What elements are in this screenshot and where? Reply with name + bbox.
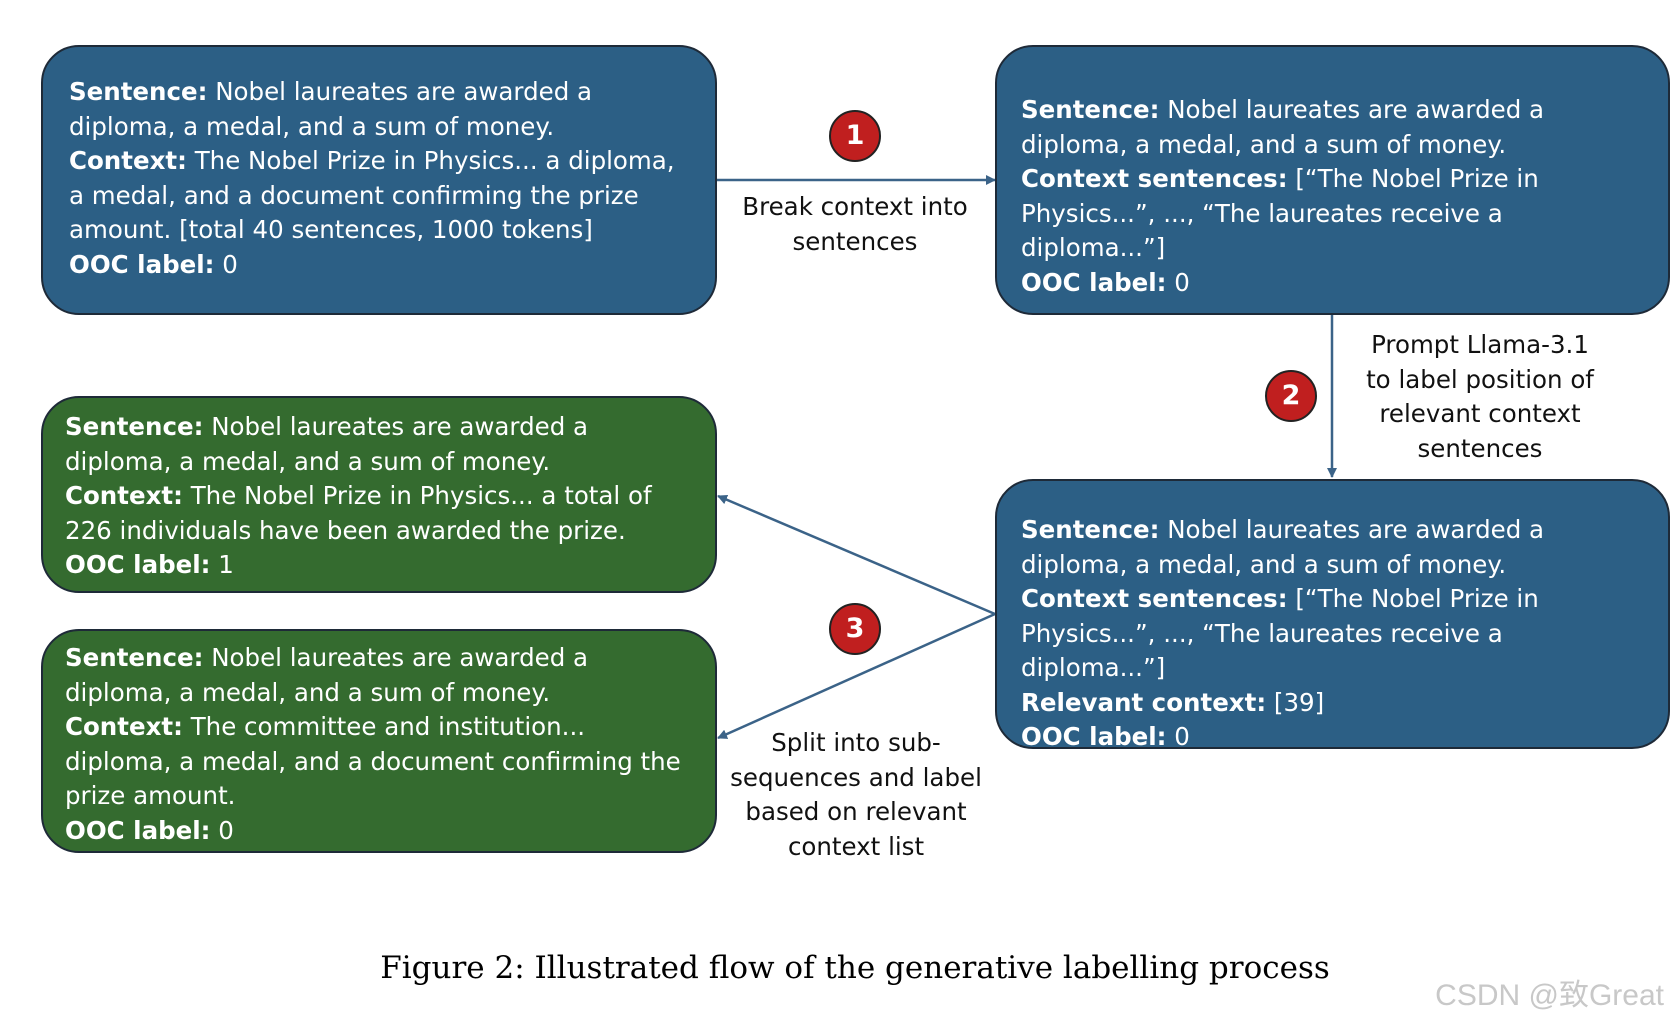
- source-example-text: Sentence: Nobel laureates are awarded a …: [69, 75, 689, 282]
- sentence-text: Nobel laureates are awarded a diploma, a…: [69, 77, 593, 141]
- context-sentences-label: Context sentences:: [1021, 584, 1288, 613]
- context-text: The committee and institution... diploma…: [65, 712, 681, 810]
- ooc-value: 1: [210, 550, 234, 579]
- sentence-text: Nobel laureates are awarded a diploma, a…: [65, 643, 589, 707]
- sentence-label: Sentence:: [1021, 95, 1160, 124]
- ooc-value: 0: [1166, 267, 1190, 297]
- relevant-context-value: [39]: [1266, 687, 1325, 717]
- step-1-badge: 1: [829, 110, 881, 162]
- context-sentences-text: [“The Nobel Prize in Physics...”, ..., “…: [1021, 584, 1539, 682]
- ooc-value: 0: [210, 815, 234, 845]
- subsequence-ooc-0-text: Sentence: Nobel laureates are awarded a …: [65, 641, 693, 848]
- arrow-step-3-upper: [717, 494, 996, 616]
- sentence-text: Nobel laureates are awarded a diploma, a…: [1021, 515, 1545, 579]
- context-label: Context:: [65, 481, 183, 510]
- context-text: The Nobel Prize in Physics... a total of…: [65, 481, 652, 545]
- relevant-context-label: Relevant context:: [1021, 687, 1267, 717]
- figure-caption: Figure 2: Illustrated flow of the genera…: [380, 950, 1330, 986]
- context-label: Context:: [65, 712, 183, 741]
- split-sentences-text: Sentence: Nobel laureates are awarded a …: [1021, 93, 1644, 300]
- subsequence-ooc-0-box: Sentence: Nobel laureates are awarded a …: [41, 629, 717, 853]
- context-label: Context:: [69, 146, 187, 175]
- ooc-label: OOC label:: [65, 815, 211, 845]
- ooc-label: OOC label:: [65, 550, 211, 579]
- context-text: The Nobel Prize in Physics... a diploma,…: [69, 146, 675, 244]
- subsequence-ooc-1-box: Sentence: Nobel laureates are awarded a …: [41, 396, 717, 593]
- sentence-label: Sentence:: [69, 77, 208, 106]
- sentence-text: Nobel laureates are awarded a diploma, a…: [65, 412, 589, 476]
- watermark: CSDN @致Great: [1435, 979, 1664, 1012]
- step-2-label: Prompt Llama-3.1 to label position of re…: [1366, 330, 1594, 463]
- arrow-step-3-lower: [717, 612, 996, 740]
- sentence-label: Sentence:: [1021, 515, 1160, 544]
- ooc-value: 0: [214, 249, 238, 279]
- ooc-value: 0: [1166, 722, 1190, 751]
- sentence-text: Nobel laureates are awarded a diploma, a…: [1021, 95, 1545, 159]
- source-example-box: Sentence: Nobel laureates are awarded a …: [41, 45, 717, 315]
- ooc-label: OOC label:: [69, 249, 215, 279]
- ooc-label: OOC label:: [1021, 722, 1167, 751]
- step-2-badge: 2: [1265, 370, 1317, 422]
- context-sentences-label: Context sentences:: [1021, 164, 1288, 193]
- sentence-label: Sentence:: [65, 412, 204, 441]
- context-sentences-text: [“The Nobel Prize in Physics...”, ..., “…: [1021, 164, 1539, 262]
- relevant-context-box: Sentence: Nobel laureates are awarded a …: [995, 479, 1670, 751]
- step-3-badge: 3: [829, 603, 881, 655]
- relevant-context-text: Sentence: Nobel laureates are awarded a …: [1021, 513, 1644, 755]
- step-3-label: Split into sub-sequences and label based…: [730, 728, 982, 861]
- step-1-label: Break context into sentences: [742, 192, 968, 256]
- subsequence-ooc-1-text: Sentence: Nobel laureates are awarded a …: [65, 410, 693, 583]
- sentence-label: Sentence:: [65, 643, 204, 672]
- ooc-label: OOC label:: [1021, 267, 1167, 297]
- split-sentences-box: Sentence: Nobel laureates are awarded a …: [995, 45, 1670, 315]
